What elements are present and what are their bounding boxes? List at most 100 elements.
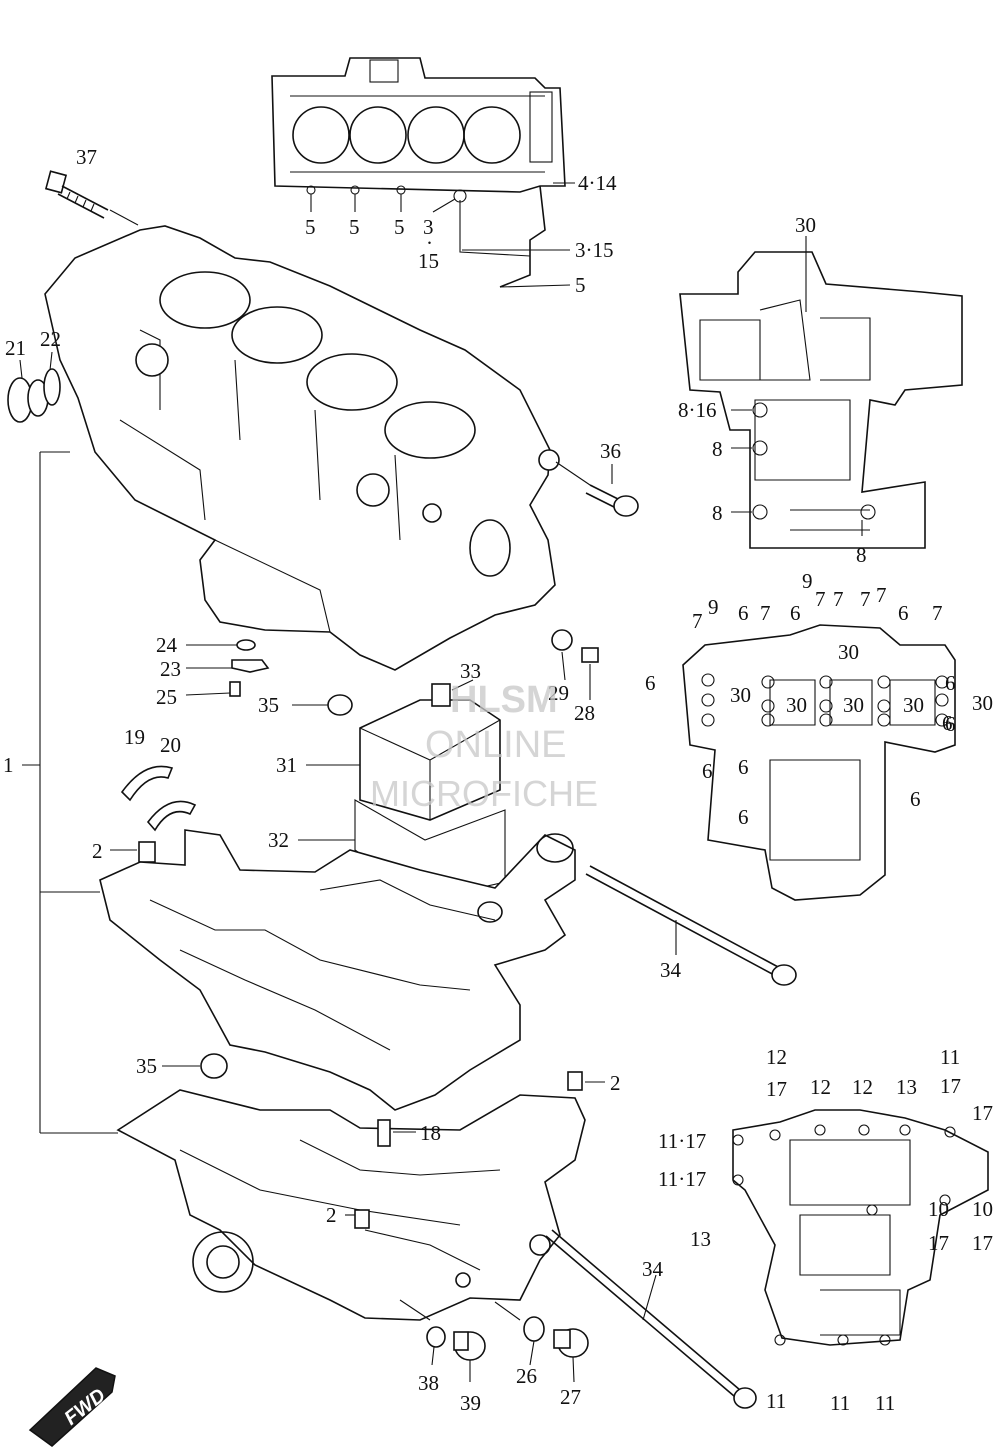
callout-2-upper: 2: [92, 839, 103, 863]
callout-17-c: 17: [972, 1101, 993, 1125]
plug-21-seal-22: [7, 351, 61, 423]
callout-6-d: 6: [645, 671, 656, 695]
lower-crankcase: [99, 829, 576, 1111]
callout-19: 19: [124, 725, 145, 749]
callout-35-upper: 35: [258, 693, 279, 717]
callout-33: 33: [460, 659, 481, 683]
callout-11-d: 11: [875, 1391, 895, 1415]
callout-5-a: 5: [305, 215, 316, 239]
callout-21: 21: [5, 336, 26, 360]
watermark: HLSM ONLINE MICROFICHE: [370, 679, 598, 814]
callout-6-g: 6: [702, 759, 713, 783]
callout-8-16: 8·16: [678, 398, 717, 422]
callout-37: 37: [76, 145, 97, 169]
callout-30-f: 30: [903, 693, 924, 717]
oil-cooler-31: [292, 679, 506, 901]
callout-6-c: 6: [898, 601, 909, 625]
lower-right-pan-view: [732, 1109, 989, 1346]
callout-20: 20: [160, 733, 181, 757]
callout-6-f: 6: [945, 712, 956, 736]
callout-6-i: 6: [738, 805, 749, 829]
callout-8-c: 8: [856, 543, 867, 567]
callout-30-e: 30: [843, 693, 864, 717]
callout-5-d: 5: [575, 273, 586, 297]
callout-2-right: 2: [610, 1071, 621, 1095]
callout-17-e: 17: [972, 1231, 993, 1255]
callout-30-c: 30: [972, 691, 993, 715]
callout-11-17-b: 11·17: [658, 1167, 706, 1191]
fwd-arrow-badge: FWD: [28, 1367, 116, 1447]
drain-plugs: [399, 1299, 589, 1383]
callout-35-lower: 35: [136, 1054, 157, 1078]
callout-30-a: 30: [730, 683, 751, 707]
callout-6-k: 6: [942, 711, 953, 735]
callout-4-14: 4·14: [578, 171, 617, 195]
callout-5-b: 5: [349, 215, 360, 239]
upper-crankcase: [44, 225, 560, 671]
callout-6-a: 6: [738, 601, 749, 625]
mid-right-case-view: [682, 624, 956, 901]
plug-28-washer-29: [551, 629, 599, 700]
nut-35-b: [162, 1053, 228, 1079]
callout-8-a: 8: [712, 437, 723, 461]
bracket-23-24-25: [185, 639, 270, 697]
callout-3: 3: [423, 215, 434, 239]
bearing-shells-19-20: [120, 765, 197, 832]
callout-25: 25: [156, 685, 177, 709]
callout-6-b: 6: [790, 601, 801, 625]
callout-23: 23: [160, 657, 181, 681]
callout-7-b: 7: [760, 601, 771, 625]
callout-11-a: 11: [940, 1045, 960, 1069]
callout-15: 15: [418, 249, 439, 273]
bolt-37: [44, 170, 139, 226]
callout-17-a: 17: [766, 1077, 787, 1101]
callout-7-a: 7: [692, 609, 703, 633]
callout-2-lower: 2: [326, 1203, 337, 1227]
callout-27: 27: [560, 1385, 581, 1409]
callout-11-c: 11: [830, 1391, 850, 1415]
dowel-2-b: [567, 1071, 605, 1091]
callout-5-c: 5: [394, 215, 405, 239]
callout-29: 29: [548, 681, 569, 705]
oil-pan: [116, 1089, 586, 1321]
callout-7-d: 7: [833, 587, 844, 611]
callout-30-upper: 30: [795, 213, 816, 237]
callout-36: 36: [600, 439, 621, 463]
callout-7-c: 7: [815, 587, 826, 611]
callout-12-a: 12: [766, 1045, 787, 1069]
callout-17-d: 17: [928, 1231, 949, 1255]
watermark-line-3: MICROFICHE: [370, 773, 598, 814]
top-gasket-view: [271, 57, 575, 288]
callout-3-15: 3·15: [575, 238, 614, 262]
callout-12-b: 12: [810, 1075, 831, 1099]
long-bolt-34-b: [545, 1229, 757, 1409]
upper-case-view: [679, 236, 963, 549]
callout-7-f: 7: [876, 583, 887, 607]
callout-28: 28: [574, 701, 595, 725]
callout-11-17-a: 11·17: [658, 1129, 706, 1153]
callout-13-a: 13: [896, 1075, 917, 1099]
callout-6-e: 6: [945, 671, 956, 695]
callout-11-b: 11: [766, 1389, 786, 1413]
callout-7-e: 7: [860, 587, 871, 611]
callout-13-b: 13: [690, 1227, 711, 1251]
callout-26: 26: [516, 1364, 537, 1388]
callout-labels: 37 21 22 36 1 24 23 25 33 29 28 35 31 19…: [3, 145, 993, 1415]
callout-30-b: 30: [838, 640, 859, 664]
callout-6-h: 6: [738, 755, 749, 779]
callout-9-right: 9: [802, 569, 813, 593]
callout-30-d: 30: [786, 693, 807, 717]
callout-7-g: 7: [932, 601, 943, 625]
callout-17-b: 17: [940, 1074, 961, 1098]
long-bolt-34-a: [585, 865, 797, 986]
callout-22: 22: [40, 327, 61, 351]
watermark-line-2: ONLINE: [425, 724, 566, 766]
callout-34-upper: 34: [660, 958, 682, 982]
callout-9-left: 9: [708, 595, 719, 619]
dowel-2-a: [110, 841, 156, 863]
callout-39: 39: [460, 1391, 481, 1415]
bolt-36: [555, 461, 639, 517]
callout-38: 38: [418, 1371, 439, 1395]
callout-31: 31: [276, 753, 297, 777]
